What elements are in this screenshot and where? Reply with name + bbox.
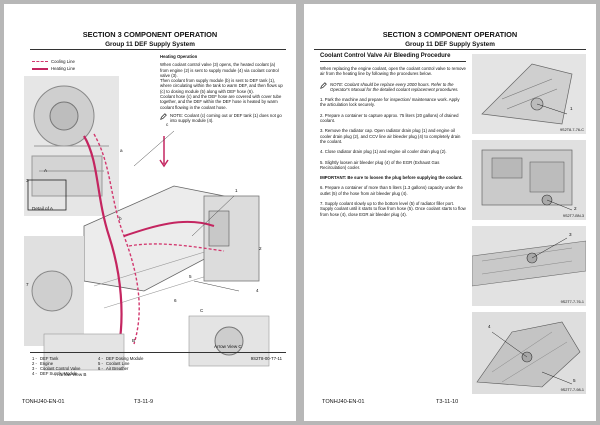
radiator-figure: 1 9S2T8-7-76-C <box>472 54 586 134</box>
arrow-view-b-label: Arrow View B <box>59 372 87 377</box>
part-name: DEF Tank <box>40 356 59 361</box>
step-2: 2. Prepare a container to capture approx… <box>320 112 459 124</box>
step-1: 1. Park the machine and prepare for insp… <box>320 97 460 108</box>
line-legend: Cooling Line Heating Line <box>32 59 75 72</box>
legend-rule <box>30 352 286 353</box>
part-name: Coolant Control Valve <box>40 366 81 371</box>
group-title: Group 11 DEF Supply System <box>105 41 195 48</box>
figure-code: 9S2T7-7-76-1 <box>560 300 584 304</box>
footer-doc-code: TONHJ40-EN-01 <box>22 399 65 405</box>
footer-doc-code: TONHJ40-EN-01 <box>322 399 365 405</box>
callout-3: 3 <box>26 178 29 183</box>
callout-5: 5 <box>573 378 576 383</box>
radiator-drawing <box>472 54 586 134</box>
heating-para-3: Coolant hose (c) and the DEF hose are co… <box>160 94 282 110</box>
def-supply-illustration: Detail of A Arrow View B Arrow View C a … <box>24 76 274 378</box>
detail-a-label: Detail of A <box>32 206 53 211</box>
bleeder-plug-drawing <box>472 226 586 306</box>
callout-6: 6 <box>174 298 177 303</box>
callout-view-c: C <box>200 308 204 313</box>
procedure-title: Coolant Control Valve Air Bleeding Proce… <box>320 53 466 62</box>
step-4: 4. Close radiator drain plug (1) and eng… <box>320 149 447 155</box>
egr-cooler-figure: 4 5 9S2T7-7-98-1 <box>472 312 586 394</box>
part-name: Air Breather <box>106 366 129 371</box>
section-title: SECTION 3 COMPONENT OPERATION <box>82 30 218 39</box>
callout-3: 3 <box>569 232 572 237</box>
part-number: 2 - <box>32 361 37 366</box>
part-number: 4 - <box>32 371 37 376</box>
callout-a: a <box>120 148 123 153</box>
oil-cooler-drawing <box>472 140 586 220</box>
cooling-line-swatch <box>32 61 48 63</box>
procedure-column: Coolant Control Valve Air Bleeding Proce… <box>320 53 466 222</box>
important-notice: IMPORTANT: Be sure to loosen the plug be… <box>320 175 463 181</box>
legend-heating-label: Heating Line <box>51 66 76 72</box>
callout-2: 2 <box>259 246 262 251</box>
section-title: SECTION 3 COMPONENT OPERATION <box>382 30 518 39</box>
bleeder-plug-figure: 3 9S2T7-7-76-1 <box>472 226 586 306</box>
footer-page-number: T3-11-9 <box>134 399 154 405</box>
def-supply-diagram <box>24 76 270 371</box>
oil-cooler-figure: 2 9S2T7-BN-3 <box>472 140 586 220</box>
step-3: 3. Remove the radiator cap. Open radiato… <box>320 128 461 144</box>
part-number: 5 - <box>98 361 103 366</box>
step-5: 5. Slightly loosen air bleeder plug (4) … <box>320 159 440 170</box>
callout-view-b: B <box>132 338 136 343</box>
heating-para-1: When coolant control valve (3) opens, th… <box>160 62 279 78</box>
part-name: DEF Dosing Module <box>106 356 144 361</box>
callout-c: c <box>166 122 169 127</box>
part-name: Engine <box>40 361 54 366</box>
callout-4: 4 <box>488 324 491 329</box>
parts-legend: 1 -DEF Tank 4 -DEF Dosing Module 2 -Engi… <box>32 356 166 376</box>
arrow-view-c-label: Arrow View C <box>214 344 242 349</box>
header-rule <box>30 49 286 50</box>
callout-view-a: A <box>44 168 48 173</box>
figure-code: 9S2T7-7-98-1 <box>560 388 584 392</box>
footer-page-number: T3-11-10 <box>436 399 459 405</box>
callout-2: 2 <box>574 206 577 211</box>
part-name: DEF Supply Module <box>40 371 78 376</box>
figure-code: 9S2T8-7-76-C <box>559 128 584 132</box>
callout-1: 1 <box>235 188 238 193</box>
procedure-note: NOTE: Coolant should be replace every 20… <box>330 81 459 92</box>
heating-line-swatch <box>32 67 48 70</box>
part-number: 6 - <box>98 366 103 371</box>
group-title: Group 11 DEF Supply System <box>405 41 495 48</box>
part-name: Coolant Line <box>106 361 130 366</box>
part-number: 3 - <box>32 366 37 371</box>
manual-page-right: SECTION 3 COMPONENT OPERATION Group 11 D… <box>304 4 596 421</box>
heating-heading: Heating Operation <box>160 54 198 59</box>
step-6: 6. Prepare a container of more than 5 li… <box>320 185 463 196</box>
step-7: 7. Supply coolant slowly up to the botto… <box>320 201 466 217</box>
figure-code: 9S2T7-BN-3 <box>562 214 584 218</box>
legend-cooling-label: Cooling Line <box>51 59 75 64</box>
note-pencil-icon <box>160 113 167 120</box>
heating-note: NOTE: Coolant (c) coming out or DEF tank… <box>170 112 282 124</box>
callout-5: 5 <box>189 274 192 279</box>
callout-7: 7 <box>26 282 29 287</box>
note-pencil-icon <box>320 81 327 89</box>
figure-code: 9S2T8-00-T7-11 <box>250 356 282 361</box>
callout-1: 1 <box>570 106 573 111</box>
header-rule <box>314 49 586 50</box>
part-number: 1 - <box>32 356 37 361</box>
egr-cooler-drawing <box>472 312 586 394</box>
callout-b: b <box>119 216 122 221</box>
manual-page-left: SECTION 3 COMPONENT OPERATION Group 11 D… <box>4 4 296 421</box>
part-number: 4 - <box>98 356 103 361</box>
heating-operation-block: Heating Operation When coolant control v… <box>160 54 284 124</box>
procedure-intro: When replacing the engine coolant, open … <box>320 66 466 77</box>
heating-para-2: Then coolant from supply module (b) is s… <box>160 78 283 94</box>
callout-4: 4 <box>256 288 259 293</box>
